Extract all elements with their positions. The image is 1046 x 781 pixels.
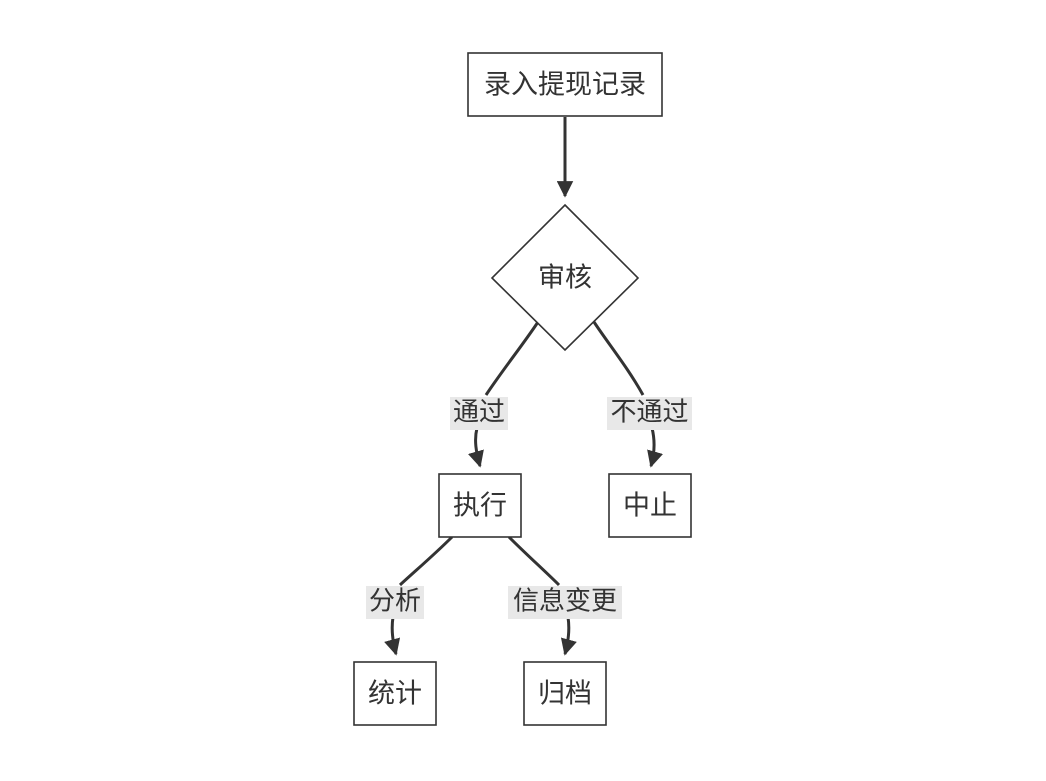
node-stop-label: 中止 (623, 491, 677, 522)
edge-label-fail: 不通过 (607, 397, 692, 430)
edge-label-pass-text: 通过 (453, 398, 505, 428)
node-execute-label: 执行 (453, 491, 507, 522)
edge-label-info-change: 信息变更 (508, 586, 622, 619)
node-stats: 统计 (353, 661, 437, 726)
node-start-label: 录入提现记录 (484, 70, 646, 101)
edge-label-pass: 通过 (450, 397, 508, 430)
node-start: 录入提现记录 (467, 52, 663, 117)
edge-review-to-stop (592, 321, 654, 466)
node-archive: 归档 (523, 661, 607, 726)
node-review-decision: 审核 (490, 203, 640, 352)
edge-label-fail-text: 不通过 (610, 398, 688, 428)
edge-execute-to-stats (392, 535, 454, 654)
node-execute: 执行 (438, 473, 522, 538)
edge-label-analyze: 分析 (366, 586, 424, 619)
node-review-label: 审核 (538, 263, 592, 294)
node-archive-label: 归档 (538, 679, 592, 710)
node-stop: 中止 (608, 473, 692, 538)
edge-label-analyze-text: 分析 (369, 587, 421, 617)
edge-execute-to-archive (507, 535, 569, 654)
node-stats-label: 统计 (368, 679, 422, 710)
edge-review-to-execute (476, 321, 540, 466)
edge-label-info-change-text: 信息变更 (513, 587, 617, 617)
